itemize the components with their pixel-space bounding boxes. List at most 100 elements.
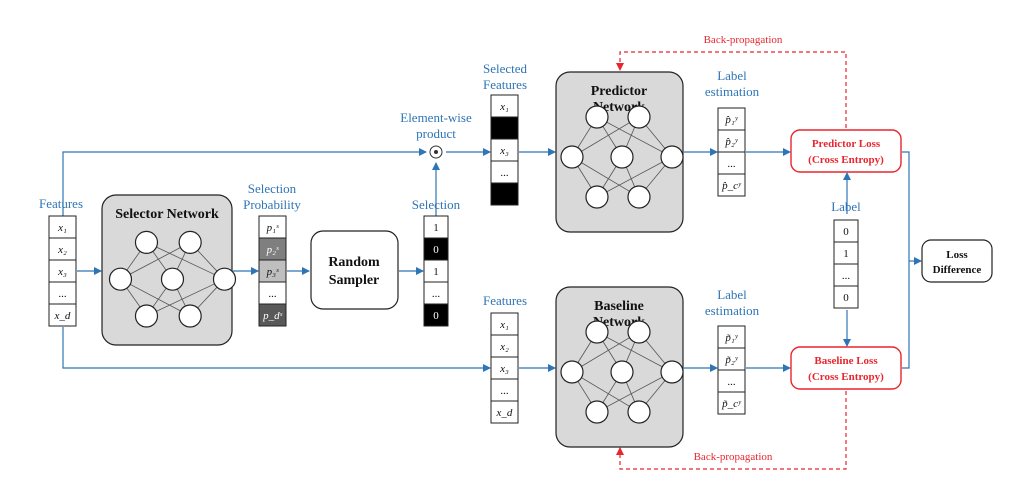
loss-difference-box: Loss Difference bbox=[921, 239, 993, 283]
network-edge bbox=[120, 278, 191, 317]
vector-cell bbox=[48, 303, 77, 327]
network-edge bbox=[571, 156, 640, 198]
baseline-network-title-line1: Baseline bbox=[594, 299, 644, 314]
vector-cell-text: ... bbox=[727, 376, 736, 388]
selection-probability-label-line1: Selection bbox=[248, 181, 297, 196]
network-node bbox=[660, 360, 684, 384]
baseline-loss-line1: Baseline Loss bbox=[814, 355, 878, 367]
vector-cell-text: ... bbox=[58, 288, 67, 300]
vector-cell-text: p̃₁ʸ bbox=[724, 332, 738, 344]
vector-cell-text: p̃₂ʸ bbox=[724, 354, 738, 366]
selection-label: Selection bbox=[412, 197, 461, 212]
loss-difference-line1: Loss bbox=[946, 249, 968, 261]
network-edge bbox=[146, 278, 225, 317]
backprop-bottom-arrow bbox=[616, 391, 847, 470]
network-edge bbox=[571, 371, 640, 413]
network-node bbox=[585, 105, 609, 129]
network-edge bbox=[120, 242, 191, 280]
element-wise-product-icon bbox=[429, 145, 443, 159]
vector-cell-text: p₂ˢ bbox=[266, 244, 279, 256]
features-bottom-label: Features bbox=[483, 293, 527, 308]
network-node bbox=[585, 320, 609, 344]
selector-network: Selector Network bbox=[101, 194, 237, 346]
selection-vector: 101...0 bbox=[423, 215, 449, 327]
vector-cell-text: x₁ bbox=[57, 222, 67, 234]
arrow-features-to-baseline-features bbox=[62, 327, 491, 372]
network-node bbox=[212, 267, 237, 291]
vector-cell-text: x_d bbox=[496, 407, 513, 419]
network-node bbox=[108, 267, 133, 291]
network-node bbox=[627, 105, 651, 129]
vector-cell-text: p_dˢ bbox=[262, 310, 283, 322]
label-estimation-bottom-line2: estimation bbox=[705, 303, 760, 318]
network-node bbox=[585, 400, 609, 424]
label-estimate-bottom-vector: p̃₁ʸp̃₂ʸ...p̃_cʸ bbox=[717, 325, 746, 415]
element-wise-label-line2: product bbox=[416, 126, 456, 141]
network-edge bbox=[596, 116, 673, 158]
network-edge bbox=[571, 116, 640, 158]
vector-cell bbox=[490, 116, 519, 140]
selected-features-vector: x₁x₃... bbox=[490, 94, 519, 206]
element-wise-label-line1: Element-wise bbox=[400, 110, 472, 125]
network-node bbox=[610, 360, 634, 384]
label-estimation-top-line2: estimation bbox=[705, 84, 760, 99]
vector-cell-text: ... bbox=[727, 158, 736, 170]
network-edge bbox=[571, 331, 640, 373]
vector-cell-text: ... bbox=[842, 270, 851, 282]
vector-cell-text: 0 bbox=[843, 226, 849, 238]
baseline-network: Baseline Network bbox=[555, 286, 684, 448]
vector-cell-text: x_d bbox=[54, 310, 71, 322]
vector-cell-text: 0 bbox=[843, 292, 849, 304]
network-node bbox=[660, 145, 684, 169]
network-node bbox=[160, 267, 185, 291]
label-estimation-top-line1: Label bbox=[717, 68, 747, 83]
vector-cell bbox=[833, 285, 859, 309]
predictor-loss-line2: (Cross Entropy) bbox=[808, 154, 884, 166]
label-vector: 0 1... 0 bbox=[833, 219, 859, 309]
network-node bbox=[178, 230, 202, 254]
arrow-losses-bracket bbox=[902, 151, 910, 369]
vector-cell-text: p₁ˢ bbox=[266, 222, 279, 234]
vector-cell bbox=[717, 173, 746, 197]
random-sampler-line1: Random bbox=[328, 255, 380, 270]
network-node bbox=[178, 304, 202, 328]
vector-cell bbox=[258, 303, 287, 327]
selected-features-label-line1: Selected bbox=[483, 61, 528, 76]
vector-cell-text: p₃ˢ bbox=[266, 266, 279, 278]
arrow-features-to-product bbox=[62, 148, 427, 218]
baseline-loss-line2: (Cross Entropy) bbox=[808, 371, 884, 383]
selected-features-label-line2: Features bbox=[483, 77, 527, 92]
predictor-network-title-line1: Predictor bbox=[591, 84, 648, 99]
selection-probability-label-line2: Probability bbox=[243, 197, 301, 212]
network-node bbox=[560, 145, 584, 169]
network-node bbox=[610, 145, 634, 169]
vector-cell bbox=[490, 182, 519, 206]
vector-cell-text: 1 bbox=[843, 248, 849, 260]
vector-cell-text: x₂ bbox=[499, 341, 509, 353]
selector-network-title: Selector Network bbox=[115, 207, 219, 222]
network-node bbox=[627, 320, 651, 344]
network-node bbox=[585, 185, 609, 209]
network-edge bbox=[596, 156, 673, 198]
network-node bbox=[134, 304, 159, 328]
backprop-arrows bbox=[616, 51, 847, 470]
vector-cell-text: x₂ bbox=[57, 244, 67, 256]
vector-cell-text: p̂₂ʸ bbox=[724, 136, 738, 148]
predictor-network: Predictor Network bbox=[555, 71, 684, 233]
loss-difference-line2: Difference bbox=[933, 264, 982, 276]
backprop-bottom-label: Back-propagation bbox=[694, 451, 773, 463]
random-sampler-line2: Sampler bbox=[329, 273, 380, 288]
network-node bbox=[627, 400, 651, 424]
network-edge bbox=[146, 242, 225, 280]
baseline-loss-box: Baseline Loss (Cross Entropy) bbox=[790, 346, 902, 390]
vector-cell bbox=[717, 391, 746, 415]
vector-cell-text: ... bbox=[500, 167, 509, 179]
predictor-loss-box: Predictor Loss (Cross Entropy) bbox=[790, 129, 902, 173]
vector-cell-text: p̂_cʸ bbox=[721, 180, 742, 192]
vector-cell-text: 1 bbox=[433, 222, 439, 234]
